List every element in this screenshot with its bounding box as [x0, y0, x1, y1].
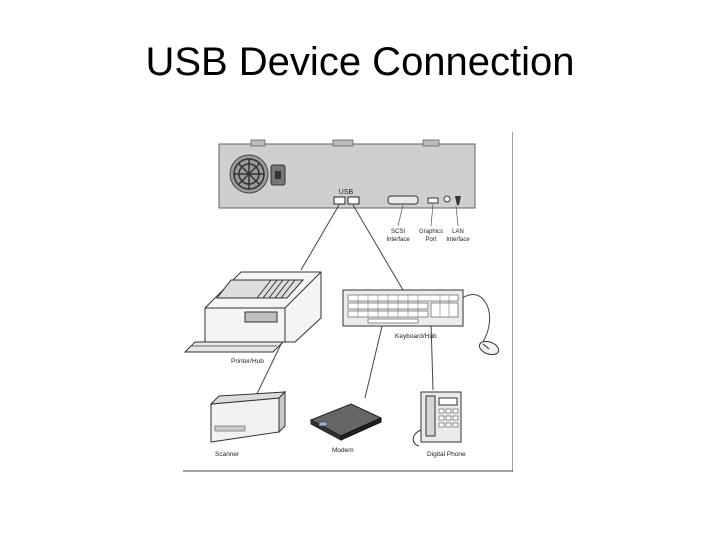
usb-cables: [252, 204, 491, 403]
port-leader-lines: [397, 203, 459, 227]
usb-ports: [333, 196, 360, 205]
modem-label: Modem: [332, 447, 354, 454]
scsi-label-line2: Interface: [386, 237, 410, 243]
graphics-port: [427, 197, 439, 204]
modem-icon: [309, 403, 383, 441]
scsi-port: [387, 195, 419, 205]
graphics-label-line2: Port: [425, 237, 436, 243]
printer-icon: [183, 271, 322, 353]
power-socket-icon: [270, 164, 286, 186]
fan-icon: [229, 154, 269, 194]
lan-port: [443, 195, 461, 205]
lan-label-line2: Interface: [446, 237, 470, 243]
digital-phone-icon: [412, 391, 462, 447]
scanner-label: Scanner: [215, 451, 240, 458]
usb-label: USB: [339, 189, 354, 196]
scanner-icon: [209, 390, 287, 443]
keyboard-label: Keyboard/Hub: [395, 333, 437, 340]
cable-to-scanner: [252, 339, 284, 403]
phone-label: Digital Phone: [427, 451, 466, 458]
keyboard-icon: [342, 289, 464, 327]
mouse-icon: [478, 340, 500, 356]
cable-to-keyboard: [352, 204, 404, 291]
usb-connection-diagram: USB SCSI Interface Graphics Port LAN Int…: [183, 130, 513, 472]
cable-to-modem: [364, 321, 384, 399]
mouse-cable: [457, 294, 491, 343]
diagram-canvas: USB SCSI Interface Graphics Port LAN Int…: [183, 132, 513, 472]
slide-title: USB Device Connection: [145, 40, 575, 84]
graphics-label-line1: Graphics: [419, 229, 443, 235]
lan-label-line1: LAN: [452, 229, 464, 235]
cable-to-phone: [430, 321, 434, 391]
scsi-label-line1: SCSI: [391, 229, 405, 235]
printer-label: Printer/Hub: [231, 358, 264, 365]
cable-to-printer: [300, 204, 340, 271]
